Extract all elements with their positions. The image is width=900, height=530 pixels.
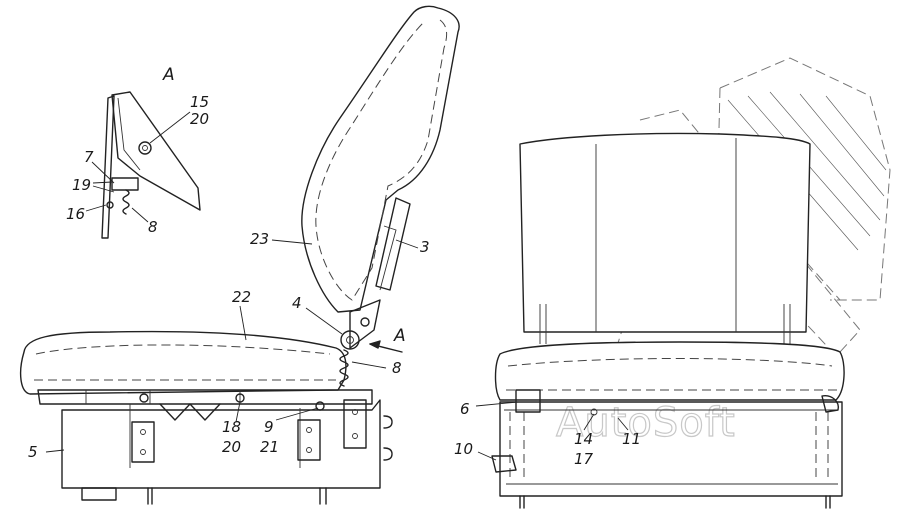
leader-23: [271, 239, 313, 245]
leader-10: [477, 451, 497, 461]
callout-11: 11: [622, 430, 641, 448]
detail-clamp: [111, 177, 139, 191]
detail-inner-edge: [117, 97, 141, 171]
callout-6: 6: [460, 400, 470, 418]
watermark: AutoSoft: [556, 400, 736, 446]
callout-3: 3: [420, 238, 430, 256]
base-vertical-frames: [129, 404, 301, 468]
cushion-dashed-seam: [34, 344, 336, 381]
callout-23: 23: [250, 230, 269, 248]
detail-bolt-head: [138, 141, 152, 155]
base-foot: [81, 487, 117, 501]
front-base-dashed-guides: [509, 412, 829, 482]
callout-18: 18: [222, 418, 241, 436]
suspension-zigzag: [159, 403, 221, 421]
callout-22: 22: [232, 288, 251, 306]
leader-6: [475, 401, 519, 407]
leader-5: [45, 449, 65, 453]
detail-backrest-frame: [111, 91, 201, 211]
front-lever-handle: [491, 455, 517, 473]
leader-11: [617, 417, 629, 431]
leader-9-21: [275, 407, 319, 421]
leader-7: [91, 161, 115, 184]
front-backrest: [519, 132, 811, 333]
callout-17: 17: [574, 450, 594, 468]
callout-9: 9: [264, 418, 274, 436]
seat-pan: [37, 389, 373, 405]
callout-21: 21: [260, 438, 279, 456]
leader-16: [85, 204, 107, 212]
callout-14: 14: [574, 430, 593, 448]
backrest-outline: [301, 5, 460, 313]
ghost-backrest-outer: [719, 57, 891, 301]
slide-bolt-left: [139, 393, 149, 403]
front-mounting-studs: [519, 495, 831, 509]
leader-19: [92, 181, 115, 193]
detail-view-a: [85, 91, 201, 239]
leader-8b: [351, 361, 387, 369]
front-cushion-seams: [506, 358, 838, 391]
front-right-knob: [821, 395, 839, 413]
base-plate-middle: [297, 419, 321, 461]
mounting-studs: [147, 487, 327, 505]
front-base-rails: [504, 409, 838, 485]
front-cushion: [494, 341, 845, 401]
callout-8-detail: 8: [148, 218, 158, 236]
front-backrest-seams: [595, 138, 737, 332]
leader-14-17: [583, 413, 595, 431]
bracket-inner-line: [379, 225, 397, 291]
front-slide-latch: [515, 389, 541, 413]
callout-8-side: 8: [392, 359, 402, 377]
detail-bracket-plate: [101, 95, 115, 239]
base-hooks: [383, 415, 393, 461]
arrow-marker-label: A: [393, 326, 406, 346]
leader-18-20: [235, 401, 241, 423]
detail-spring: [122, 189, 130, 215]
slide-bolt-right: [315, 401, 325, 411]
hinge-plate: [349, 299, 381, 349]
callout-10: 10: [454, 440, 473, 458]
callout-4: 4: [292, 294, 302, 312]
seat-cushion: [19, 330, 347, 395]
callout-20-side: 20: [222, 438, 241, 456]
callout-19: 19: [72, 176, 91, 194]
leader-22: [239, 305, 247, 341]
callout-16: 16: [66, 205, 85, 223]
side-view: [19, 5, 460, 505]
callout-20-detail: 20: [190, 110, 209, 128]
detail-pin: [106, 201, 114, 209]
base-plate-right: [343, 399, 367, 449]
callout-15: 15: [190, 93, 209, 111]
callout-5: 5: [28, 443, 38, 461]
view-arrow-head: [369, 340, 381, 349]
detail-bolt-washer: [142, 145, 148, 151]
leader-8a: [131, 207, 149, 223]
front-base-box: [499, 401, 843, 497]
front-small-bolt: [590, 408, 598, 416]
callout-7: 7: [84, 148, 94, 166]
leader-15-20: [149, 111, 191, 144]
leader-3: [395, 239, 419, 249]
backrest-side-bracket: [375, 197, 411, 291]
view-marker-label: A: [162, 65, 175, 85]
leader-4: [305, 307, 343, 335]
backrest-dashed-contour: [315, 19, 448, 301]
hinge-pivot-center: [346, 336, 354, 344]
front-backrest-posts: [539, 304, 791, 344]
seat-base-box: [61, 399, 381, 489]
front-view: [475, 57, 891, 509]
hinge-stop-bolt: [360, 317, 370, 327]
base-plate-left: [131, 421, 155, 463]
hinge-pivot: [340, 330, 360, 350]
